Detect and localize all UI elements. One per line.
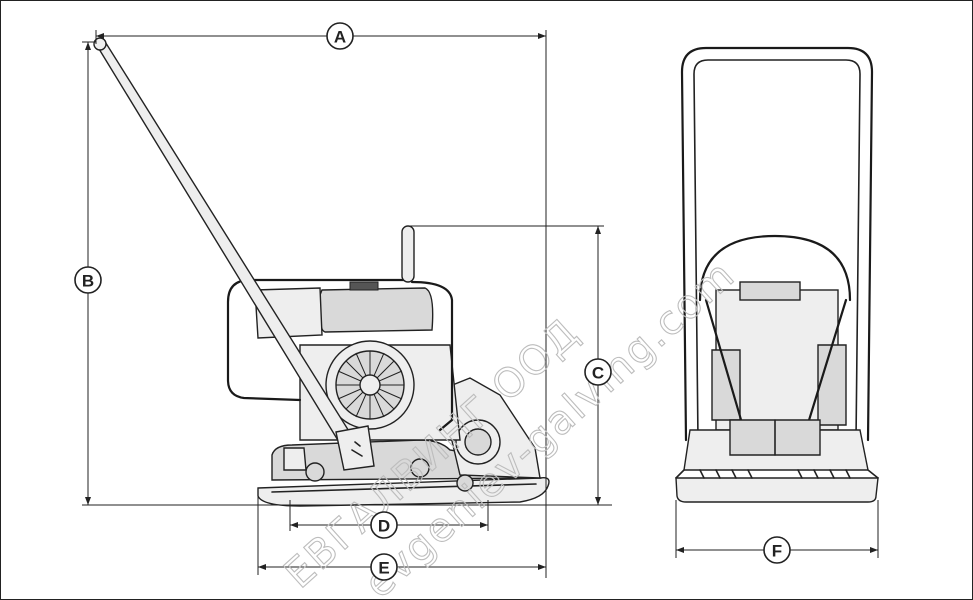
- dim-label-b: B: [82, 272, 94, 291]
- front-side-cover: [817, 344, 847, 426]
- front-fuel-tank: [739, 281, 801, 301]
- handle-bar: [95, 39, 363, 461]
- front-frame-arch: [698, 234, 852, 302]
- protective-frame-rear: [410, 280, 454, 432]
- front-muffler: [711, 349, 741, 421]
- handle-bracket: [335, 425, 375, 471]
- front-base-plate: [675, 477, 879, 503]
- handle-loop-outer: [680, 46, 874, 442]
- handle-loop-inner: [693, 59, 861, 441]
- front-brace-left: [704, 298, 746, 432]
- dim-badge-c: C: [584, 358, 612, 386]
- exciter-hub: [464, 428, 492, 456]
- recoil-center: [359, 374, 381, 396]
- side-view: [93, 37, 550, 507]
- base-plate: [257, 476, 550, 507]
- arrowheads: [85, 33, 878, 570]
- handle-grip: [93, 37, 107, 51]
- fuel-cap: [349, 281, 379, 291]
- dim-badge-f: F: [763, 536, 791, 564]
- side-bracket: [283, 447, 307, 471]
- front-view: [675, 46, 879, 503]
- mount-bolt-3: [456, 474, 474, 492]
- lifting-post: [401, 225, 415, 283]
- handle-bracket-detail: [351, 441, 363, 457]
- fuel-tank: [318, 287, 434, 333]
- front-brace-right: [804, 298, 848, 432]
- dim-label-d: D: [378, 517, 390, 536]
- dim-label-c: C: [592, 364, 604, 383]
- dim-badge-e: E: [370, 553, 398, 581]
- front-base-teeth: [699, 469, 851, 479]
- mount-bolt-2: [410, 458, 430, 478]
- front-base-edges: [675, 469, 879, 479]
- dim-label-e: E: [378, 559, 389, 578]
- dim-badge-b: B: [74, 266, 102, 294]
- dim-badge-d: D: [370, 511, 398, 539]
- dim-label-a: A: [334, 28, 346, 47]
- mount-bolt-1: [305, 462, 325, 482]
- base-plate-edge: [271, 483, 537, 493]
- dim-badge-a: A: [326, 22, 354, 50]
- dim-label-f: F: [772, 542, 782, 561]
